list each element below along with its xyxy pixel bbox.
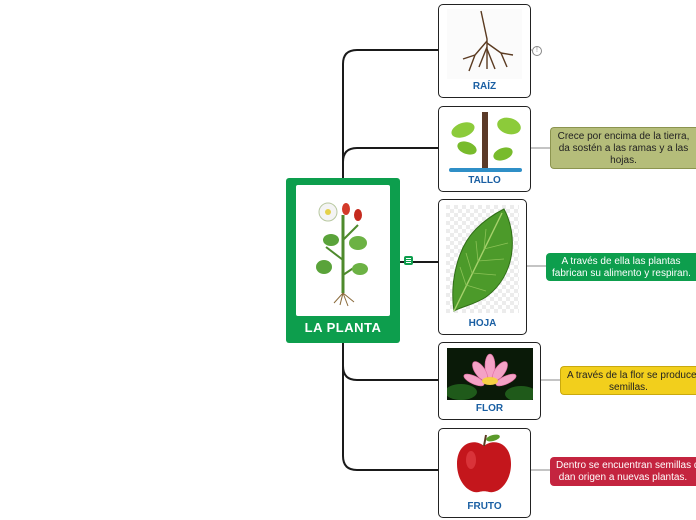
flor-description-line-2: semillas. (609, 382, 648, 393)
branch-label: FLOR (475, 403, 504, 414)
flor-description-line-1: A través de la flor se producen (567, 370, 696, 381)
branch-node-fruto[interactable]: FRUTO (438, 428, 531, 518)
fruto-description-line-2: dan origen a nuevas plantas. (558, 472, 688, 483)
plant-image (296, 185, 390, 316)
tallo-description: Crece por encima de la tierra, da sostén… (550, 127, 696, 169)
flor-description: A través de la flor se producen semillas… (560, 366, 696, 395)
branch-label: HOJA (468, 318, 497, 329)
hoja-description-line-2: fabrican su alimento y respiran. (552, 268, 691, 279)
hoja-description: A través de ella las plantas fabrican su… (546, 253, 696, 281)
tallo-description-line-3: hojas. (610, 155, 637, 166)
central-title: LA PLANTA (304, 320, 382, 335)
root-image (447, 9, 522, 79)
apple-image (451, 432, 517, 496)
tallo-description-line-2: da sostén a las ramas y a las (558, 143, 689, 154)
branch-label: TALLO (468, 175, 501, 186)
tallo-description-line-1: Crece por encima de la tierra, (557, 131, 690, 142)
flower-image (447, 348, 533, 400)
branch-label: RAÍZ (472, 81, 497, 92)
branch-node-raiz[interactable]: RAÍZ (438, 4, 531, 98)
branch-node-tallo[interactable]: TALLO (438, 106, 531, 192)
note-info-icon[interactable]: ! (532, 46, 542, 56)
leaf-image (446, 205, 519, 313)
fruto-description: Dentro se encuentran semillas que dan or… (550, 457, 696, 486)
fruto-description-line-1: Dentro se encuentran semillas que (556, 460, 696, 471)
stem-image (447, 110, 524, 174)
branch-node-hoja[interactable]: HOJA (438, 199, 527, 335)
notes-icon[interactable] (404, 256, 413, 265)
branch-node-flor[interactable]: FLOR (438, 342, 541, 420)
branch-label: FRUTO (467, 501, 502, 512)
hoja-description-line-1: A través de ella las plantas (561, 256, 681, 267)
central-node-la-planta[interactable]: LA PLANTA (286, 178, 400, 343)
